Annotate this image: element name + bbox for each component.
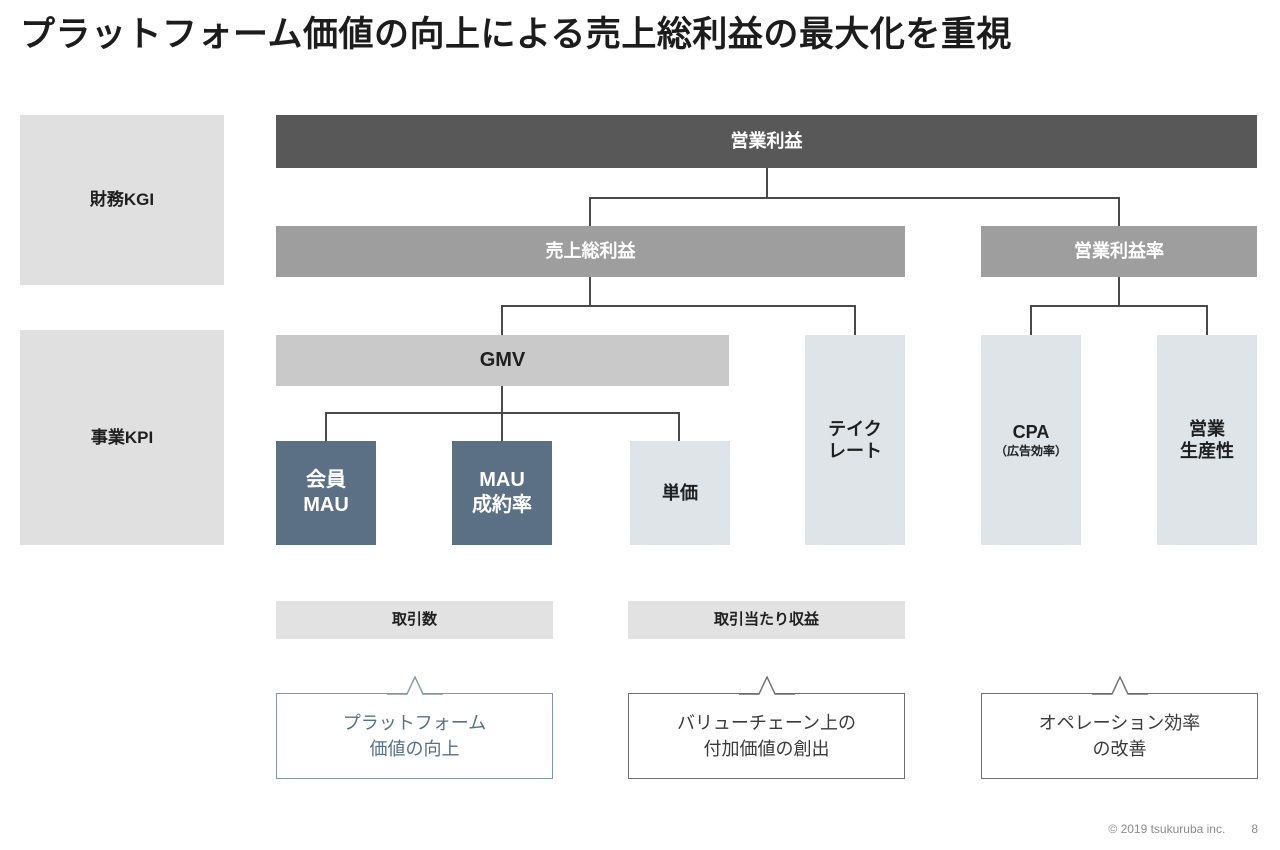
node-member-mau[interactable]: 会員 MAU	[276, 441, 376, 545]
callout-notch-icon	[738, 675, 795, 695]
connector-to-cpa	[1030, 305, 1032, 335]
callout-text-line1: オペレーション効率	[1038, 712, 1201, 733]
callout-text-line1: プラットフォーム	[342, 712, 487, 733]
node-label-line1: MAU	[479, 469, 525, 491]
callout-operation-efficiency[interactable]: オペレーション効率 の改善	[981, 675, 1258, 779]
callout-notch-icon	[1091, 675, 1148, 695]
copyright-text: © 2019 tsukuruba inc.	[1108, 822, 1226, 836]
node-label: 営業 生産性	[1180, 418, 1234, 463]
driver-bar-label: 取引当たり収益	[713, 610, 819, 628]
connector-gross-profit-stem	[589, 277, 591, 306]
driver-bar-transaction-count[interactable]: 取引数	[276, 601, 553, 639]
driver-bar-label: 取引数	[391, 610, 437, 628]
node-operating-profit[interactable]: 営業利益	[276, 115, 1257, 168]
callout-text-line2: 価値の向上	[369, 739, 460, 759]
connector-operating-margin-bus	[1030, 305, 1207, 307]
connector-level1-bus	[590, 197, 1120, 199]
node-label-line2: MAU	[303, 494, 349, 516]
node-unit-price[interactable]: 単価	[630, 441, 730, 545]
connector-to-mau-conversion	[501, 412, 503, 441]
connector-to-gmv	[501, 305, 503, 335]
callout-body: オペレーション効率 の改善	[981, 693, 1258, 779]
connector-to-member-mau	[325, 412, 327, 441]
connector-gmv-stem	[501, 386, 503, 413]
node-label-line2: 成約率	[472, 494, 532, 516]
node-gmv[interactable]: GMV	[276, 335, 729, 386]
node-label-line2: レート	[828, 441, 882, 461]
node-gross-profit[interactable]: 売上総利益	[276, 226, 905, 277]
callout-value-chain-added-value[interactable]: バリューチェーン上の 付加価値の創出	[628, 675, 905, 779]
node-label: 売上総利益	[545, 241, 636, 262]
callout-text-line2: 付加価値の創出	[703, 739, 830, 759]
page-number: 8	[1251, 822, 1258, 836]
callout-notch-icon	[386, 675, 443, 695]
callout-platform-value[interactable]: プラットフォーム 価値の向上	[276, 675, 553, 779]
footer: © 2019 tsukuruba inc. 8	[1108, 822, 1258, 836]
driver-bar-revenue-per-transaction[interactable]: 取引当たり収益	[628, 601, 905, 639]
node-sublabel: （広告効率）	[994, 444, 1067, 459]
node-label-line1: 営業	[1189, 418, 1225, 439]
callout-text-line2: の改善	[1092, 739, 1147, 759]
node-label-line2: 生産性	[1180, 441, 1234, 461]
node-label-line1: 会員	[305, 469, 346, 491]
node-operating-margin[interactable]: 営業利益率	[981, 226, 1257, 277]
node-label: 営業利益	[730, 131, 803, 152]
connector-to-sales-productivity	[1206, 305, 1208, 335]
lane-label-text: 事業KPI	[90, 427, 154, 447]
node-label: CPA （広告効率）	[995, 421, 1067, 460]
connector-gross-profit-bus	[501, 305, 856, 307]
lane-label-business-kpi: 事業KPI	[20, 330, 224, 545]
lane-label-text: 財務KGI	[89, 190, 155, 210]
node-label-line1: テイク	[828, 418, 882, 439]
lane-label-financial-kgi: 財務KGI	[20, 115, 224, 285]
node-label: 営業利益率	[1074, 241, 1164, 262]
callout-text: バリューチェーン上の 付加価値の創出	[677, 710, 856, 762]
node-cpa[interactable]: CPA （広告効率）	[981, 335, 1081, 545]
callout-text-line1: バリューチェーン上の	[676, 712, 857, 733]
callout-text: プラットフォーム 価値の向上	[343, 710, 486, 762]
node-label-line1: CPA	[1012, 421, 1050, 442]
node-mau-conversion[interactable]: MAU 成約率	[452, 441, 552, 545]
callout-text: オペレーション効率 の改善	[1039, 710, 1201, 762]
node-label: GMV	[479, 349, 526, 371]
node-take-rate[interactable]: テイク レート	[805, 335, 905, 545]
connector-to-gross-profit	[589, 197, 591, 226]
connector-operating-profit-stem	[766, 168, 768, 198]
connector-to-operating-margin	[1118, 197, 1120, 226]
callout-body: プラットフォーム 価値の向上	[276, 693, 553, 779]
connector-to-unit-price	[678, 412, 680, 441]
node-label: 単価	[662, 482, 698, 503]
connector-operating-margin-stem	[1118, 277, 1120, 306]
node-sales-productivity[interactable]: 営業 生産性	[1157, 335, 1257, 545]
node-label: 会員 MAU	[303, 468, 349, 518]
node-label: テイク レート	[828, 418, 882, 463]
page-title: プラットフォーム価値の向上による売上総利益の最大化を重視	[20, 15, 1012, 54]
callout-body: バリューチェーン上の 付加価値の創出	[628, 693, 905, 779]
node-label: MAU 成約率	[472, 468, 532, 518]
connector-to-take-rate	[854, 305, 856, 335]
